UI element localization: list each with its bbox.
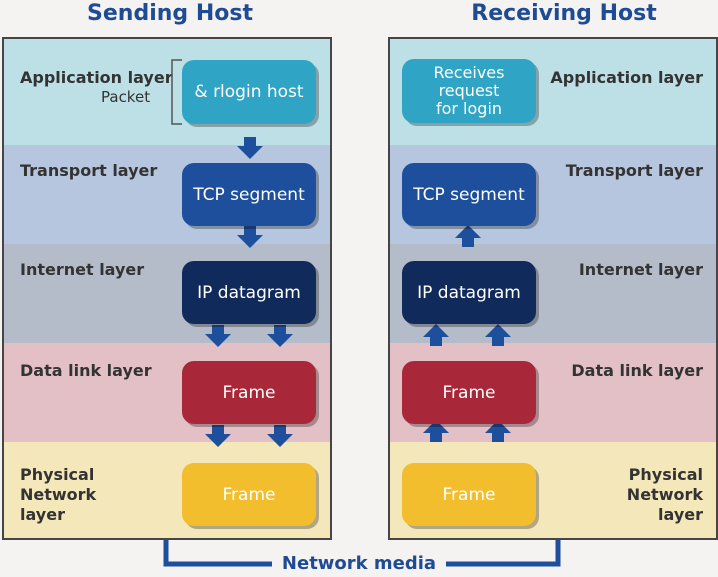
receiving-app-box-line: request	[438, 81, 500, 100]
sending-physical-frame-box: Frame	[182, 463, 316, 526]
sending-application-layer-label: Application layer	[20, 68, 173, 87]
receiving-ip-datagram-box: IP datagram	[402, 261, 536, 324]
physical-label-line: layer	[20, 505, 65, 524]
physical-label-line: Network	[20, 485, 97, 504]
receiving-internet-layer-label: Internet layer	[578, 260, 703, 279]
packet-label: Packet	[101, 88, 151, 106]
sending-tcp-segment-box: TCP segment	[182, 163, 316, 226]
receiving-physical-layer-label: Physical Network layer	[627, 465, 703, 525]
sending-host-title: Sending Host	[87, 1, 253, 26]
receiving-application-layer-label: Application layer	[550, 68, 703, 87]
receiving-datalink-frame-box: Frame	[402, 361, 536, 424]
physical-label-line: Physical	[628, 465, 703, 484]
sending-ip-datagram-box: IP datagram	[182, 261, 316, 324]
receiving-app-box-line: Receives	[433, 63, 505, 82]
receiving-datalink-layer-label: Data link layer	[571, 361, 703, 380]
physical-label-line: Network	[626, 485, 703, 504]
physical-label-line: Physical	[20, 465, 95, 484]
sending-rlogin-box: & rlogin host	[182, 60, 316, 124]
receiving-app-box-line: for login	[435, 99, 503, 118]
sending-internet-layer-label: Internet layer	[20, 260, 145, 279]
receiving-transport-layer-label: Transport layer	[565, 161, 703, 180]
packet-bracket-icon	[171, 59, 182, 125]
receiving-login-request-box: Receives request for login	[402, 59, 536, 123]
network-media-label: Network media	[272, 551, 446, 577]
receiving-physical-frame-box: Frame	[402, 463, 536, 526]
physical-label-line: layer	[658, 505, 703, 524]
sending-physical-layer-label: Physical Network layer	[20, 465, 96, 525]
sending-datalink-layer-label: Data link layer	[20, 361, 152, 380]
receiving-tcp-segment-box: TCP segment	[402, 163, 536, 226]
sending-datalink-frame-box: Frame	[182, 361, 316, 424]
receiving-host-title: Receiving Host	[471, 1, 657, 26]
sending-transport-layer-label: Transport layer	[20, 161, 158, 180]
